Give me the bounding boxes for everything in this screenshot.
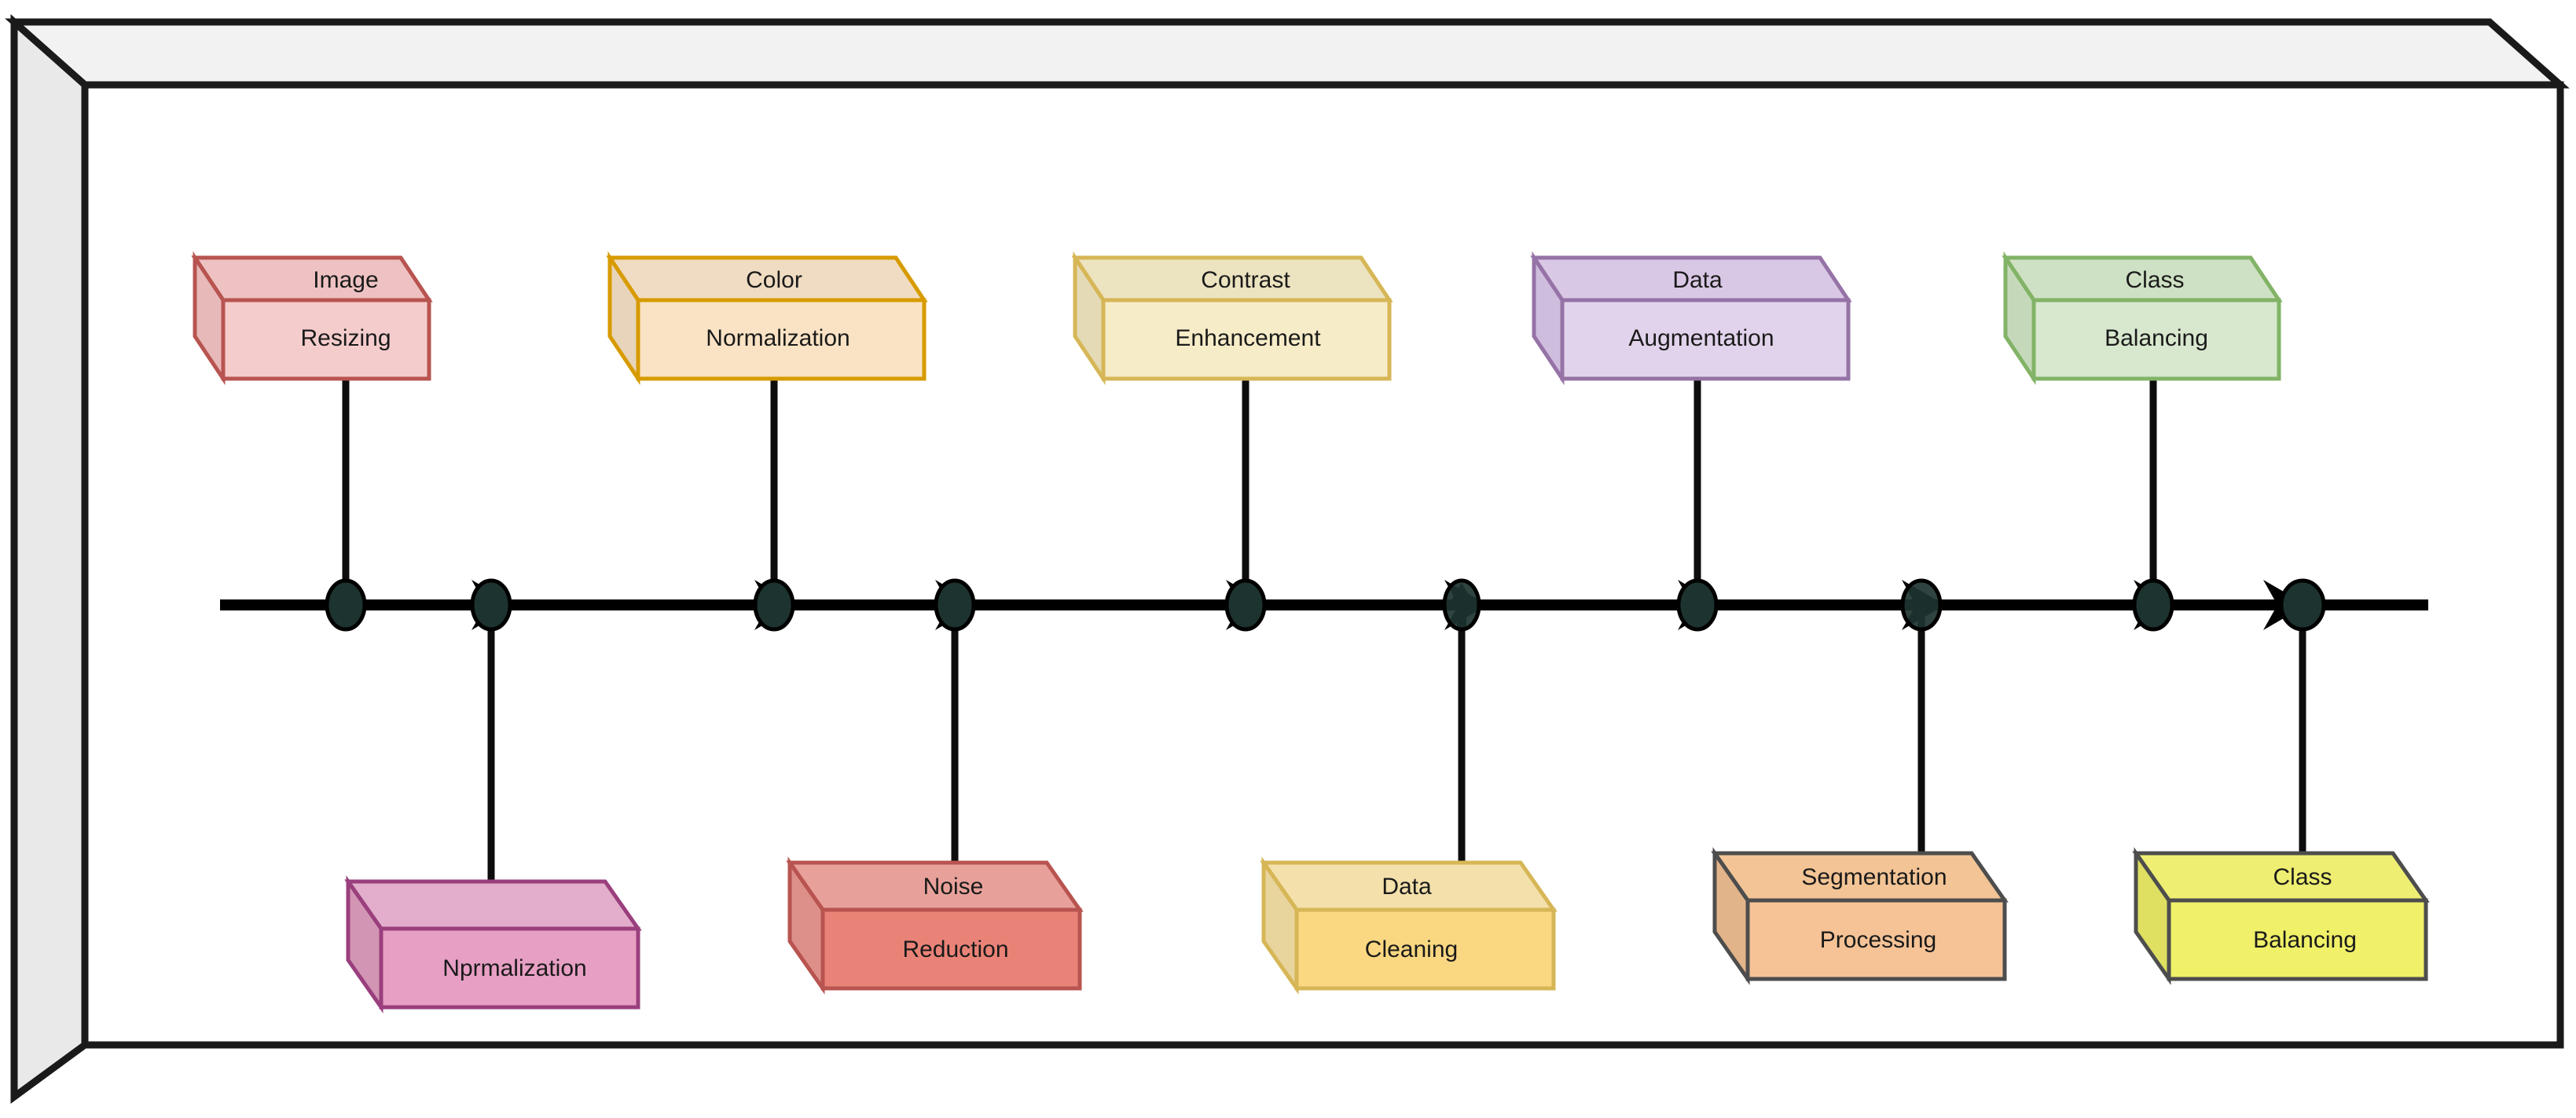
box-label-line1: Data <box>1382 874 1432 900</box>
frame-left-face <box>10 13 89 1104</box>
process-box-data-cleaning[interactable]: Data Cleaning <box>1260 856 1558 995</box>
frame-top-face <box>5 18 2570 89</box>
box-front-face <box>221 298 431 381</box>
spine-node[interactable] <box>1224 578 1267 632</box>
box-label-line1: Data <box>1672 267 1723 293</box>
box-label-line2: Processing <box>1820 927 1936 953</box>
box-front-face <box>1294 907 1556 991</box>
spine-node[interactable] <box>1676 578 1719 632</box>
box-label-line2: Reduction <box>902 937 1008 962</box>
spine-node[interactable] <box>1900 578 1943 632</box>
process-box-contrast-enhancement[interactable]: Contrast Enhancement <box>1071 251 1393 386</box>
process-box-class-balancing-top[interactable]: Class Balancing <box>2002 251 2283 386</box>
spine-node[interactable] <box>934 578 976 632</box>
box-label-line1: Class <box>2273 864 2332 890</box>
box-label-line2: Resizing <box>300 325 391 351</box>
process-box-color-normalization[interactable]: Color Normalization <box>606 251 928 386</box>
box-label-line1: Image <box>313 267 378 293</box>
spine-node[interactable] <box>2132 578 2174 632</box>
box-top-face <box>191 255 433 302</box>
top-connectors <box>342 379 2157 605</box>
box-label-line1: Class <box>2125 267 2184 293</box>
box-front-face <box>1560 298 1851 381</box>
spine-node[interactable] <box>1442 578 1481 632</box>
box-label-line2: Cleaning <box>1365 937 1458 962</box>
box-front-face <box>2031 298 2281 381</box>
spine-node[interactable] <box>2279 578 2326 632</box>
box-label-line2: Enhancement <box>1175 325 1321 351</box>
box-front-face <box>379 926 640 1010</box>
spine-node[interactable] <box>753 578 795 632</box>
box-label-line1: Segmentation <box>1801 864 1947 890</box>
process-box-segmentation-processing[interactable]: Segmentation Processing <box>1711 847 2009 985</box>
process-box-data-augmentation[interactable]: Data Augmentation <box>1530 251 1852 386</box>
spine-node[interactable] <box>470 578 512 632</box>
box-label-line1: Noise <box>923 874 984 900</box>
box-front-face <box>820 907 1082 991</box>
box-top-face <box>344 879 642 931</box>
box-front-face <box>2167 898 2428 981</box>
process-box-noise-reduction[interactable]: Noise Reduction <box>786 856 1084 995</box>
box-front-face <box>1101 298 1392 381</box>
box-label-line2: Balancing <box>2104 325 2208 351</box>
spine-nodes <box>325 578 2326 632</box>
box-label-line1: Contrast <box>1201 267 1290 293</box>
spine-node[interactable] <box>325 578 367 632</box>
box-label-line1: Nprmalization <box>442 955 586 981</box>
box-front-face <box>636 298 927 381</box>
box-label-line2: Normalization <box>706 325 849 351</box>
box-label-line1: Color <box>746 267 802 293</box>
box-label-line2: Balancing <box>2253 927 2357 953</box>
bottom-connectors <box>487 605 2306 882</box>
process-box-nprmalization[interactable]: Nprmalization <box>344 875 642 1014</box>
box-front-face <box>1745 898 2007 981</box>
process-box-image-resizing[interactable]: Image Resizing <box>191 251 433 386</box>
box-label-line2: Augmentation <box>1628 325 1774 351</box>
process-box-class-balancing-bottom[interactable]: Class Balancing <box>2132 847 2430 985</box>
